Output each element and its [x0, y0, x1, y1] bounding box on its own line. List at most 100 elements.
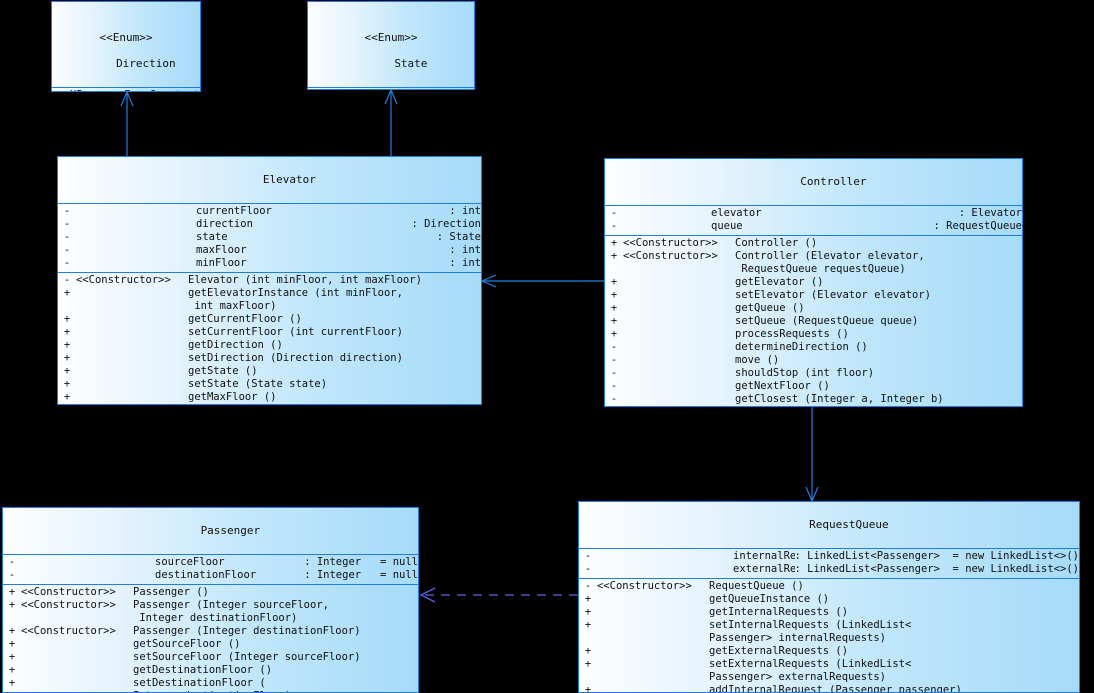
- class-member-row: Passenger> internalRequests): [579, 632, 1079, 645]
- class-title-direction: <<Enum>> Direction: [52, 2, 200, 87]
- visibility-marker: +: [584, 684, 592, 693]
- member-name: getNextFloor (): [735, 380, 830, 392]
- class-member-row: +getDestinationFloor (): Integer: [3, 664, 418, 677]
- member-name: move (): [735, 354, 780, 366]
- member-stereotype: <<Constructor>>: [623, 250, 718, 262]
- class-member-row: +getElevatorInstance (int minFloor,: Ele…: [58, 287, 481, 300]
- member-name: sourceFloor: [155, 556, 225, 568]
- member-name: state: [196, 231, 228, 243]
- member-type: : LinkedList<Passenger> = new LinkedList…: [794, 550, 1079, 562]
- class-member-row: -move (): void: [605, 354, 1022, 367]
- class-member-row: +<<Constructor>>Controller (): [605, 237, 1022, 250]
- visibility-marker: -: [584, 563, 592, 575]
- visibility-marker: -: [605, 406, 623, 407]
- visibility-marker: -: [610, 354, 618, 366]
- member-stereotype: [76, 404, 188, 405]
- member-stereotype: [623, 406, 735, 407]
- class-box-elevator[interactable]: Elevator -currentFloor: int-direction: D…: [57, 156, 482, 405]
- member-type: : void: [1079, 658, 1080, 671]
- class-box-requestqueue[interactable]: RequestQueue -internalRequests: LinkedLi…: [578, 501, 1080, 693]
- visibility-marker: +: [610, 237, 618, 249]
- member-name: getQueueInstance (): [709, 593, 830, 605]
- member-type: : Integer = null: [304, 569, 418, 581]
- member-name: getInternalRequests (): [709, 606, 849, 618]
- class-member-row: +getExternalRequests (): LinkedList<Pass…: [579, 645, 1079, 658]
- member-stereotype: [76, 218, 196, 231]
- class-member-row: +<<Constructor>>Passenger (Integer desti…: [3, 625, 418, 638]
- operations-controller: +<<Constructor>>Controller ()+<<Construc…: [605, 236, 1022, 407]
- operations-elevator: -<<Constructor>>Elevator (int minFloor, …: [58, 273, 482, 405]
- class-member-row: +setElevator (Elevator elevator): void: [605, 289, 1022, 302]
- member-name: Passenger (): [133, 586, 209, 598]
- class-member-row: -destinationFloor: Integer = null: [3, 569, 418, 582]
- visibility-marker: -: [63, 231, 71, 243]
- member-name: int maxFloor): [188, 300, 277, 312]
- attributes-controller: -elevator: Elevator-queue: RequestQueue: [605, 206, 1022, 235]
- class-box-state[interactable]: <<Enum>> State +MOVING: EnumConstant+STO…: [307, 1, 475, 90]
- member-name: getDirection (): [188, 339, 283, 351]
- member-name: Elevator (int minFloor, int maxFloor): [188, 274, 422, 286]
- visibility-marker: +: [58, 404, 76, 405]
- class-title-passenger: Passenger: [3, 508, 418, 554]
- visibility-marker: +: [584, 593, 592, 605]
- class-box-controller[interactable]: Controller -elevator: Elevator-queue: Re…: [604, 158, 1023, 407]
- class-member-row: +setQueue (RequestQueue queue): void: [605, 315, 1022, 328]
- member-name: getDestinationFloor (): [133, 664, 273, 676]
- member-name: getElevatorInstance (int minFloor,: [188, 287, 403, 299]
- member-stereotype: [76, 339, 188, 352]
- visibility-marker: [579, 671, 597, 684]
- visibility-marker: +: [63, 365, 71, 377]
- member-name: setDestinationFloor (: [133, 677, 266, 689]
- member-stereotype: [21, 677, 133, 690]
- member-name: getSourceFloor (): [133, 638, 241, 650]
- member-name: addInternalRequest (Passenger passenger): [709, 684, 962, 693]
- attributes-passenger: -sourceFloor: Integer = null-destination…: [3, 555, 418, 584]
- member-name: processRequests (): [735, 328, 849, 340]
- class-box-direction[interactable]: <<Enum>> Direction +UP: EnumConstant+DOW…: [51, 1, 201, 92]
- visibility-marker: +: [610, 276, 618, 288]
- member-name: minFloor: [196, 257, 247, 269]
- class-box-passenger[interactable]: Passenger -sourceFloor: Integer = null-d…: [2, 507, 419, 693]
- visibility-marker: +: [8, 625, 16, 637]
- member-name: direction: [196, 218, 253, 230]
- member-type: : int: [449, 244, 481, 256]
- visibility-marker: -: [610, 380, 618, 392]
- member-type: : RequestQueue: [1079, 593, 1080, 606]
- class-title-elevator: Elevator: [58, 157, 481, 203]
- class-member-row: -sourceFloor: Integer = null: [3, 556, 418, 569]
- visibility-marker: +: [63, 313, 71, 325]
- visibility-marker: +: [8, 651, 16, 663]
- member-name: getQueue (): [735, 302, 805, 314]
- class-member-row: + <<Constructor>> Controller (Elevator ele…: [605, 250, 1022, 263]
- visibility-marker: +: [63, 339, 71, 351]
- member-name: setCurrentFloor (int currentFloor): [188, 326, 403, 338]
- member-stereotype: [21, 612, 133, 625]
- member-stereotype: [623, 302, 735, 315]
- attributes-state: +MOVING: EnumConstant+STOPPED: EnumConst…: [308, 88, 474, 89]
- visibility-marker: -: [610, 341, 618, 353]
- member-type: : Direction: [411, 218, 481, 230]
- member-stereotype: [76, 231, 196, 244]
- member-name: setDirection (Direction direction): [188, 352, 403, 364]
- visibility-marker: +: [610, 250, 618, 262]
- member-name: Controller (Elevator elevator,: [735, 250, 925, 262]
- member-name: queue: [711, 220, 743, 232]
- member-stereotype: [623, 393, 735, 406]
- class-member-row: +setDestinationFloor (: void: [3, 677, 418, 690]
- divider: [58, 203, 481, 204]
- attributes-requestqueue: -internalRequests: LinkedList<Passenger>…: [579, 549, 1079, 578]
- visibility-marker: [579, 632, 597, 645]
- member-stereotype: [76, 313, 188, 326]
- member-stereotype: [623, 220, 711, 233]
- visibility-marker: +: [610, 289, 618, 301]
- member-stereotype: [76, 287, 188, 300]
- class-member-row: +getInternalRequests (): LinkedList<Pass…: [579, 606, 1079, 619]
- member-name: getMinFloor (): [188, 404, 482, 405]
- class-name-controller: Controller: [800, 175, 867, 188]
- class-member-row: -getNextFloor (): Integer: [605, 380, 1022, 393]
- visibility-marker: +: [584, 606, 592, 618]
- visibility-marker: +: [63, 287, 71, 299]
- visibility-marker: +: [8, 664, 16, 676]
- member-stereotype: [76, 365, 188, 378]
